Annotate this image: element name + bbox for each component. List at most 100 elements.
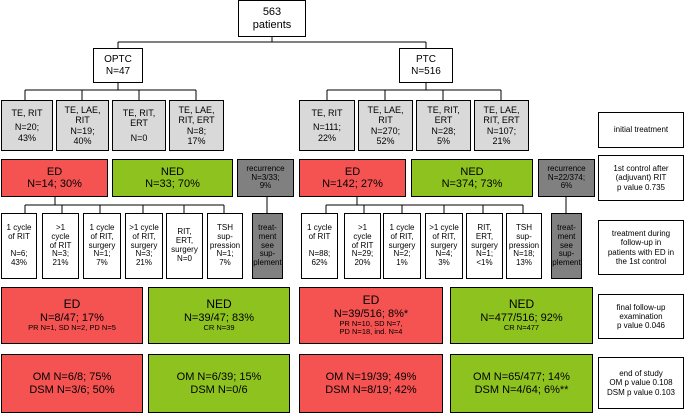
- optc-box: OPTC N=47: [93, 48, 143, 83]
- end-dsm: DSM N=4/64; 6%**: [474, 383, 569, 396]
- end-om: OM N=65/477; 14%: [473, 371, 570, 384]
- side-end-text: end of study OM p value 0.108 DSM p valu…: [606, 369, 676, 397]
- end-om: OM N=6/8; 75%: [32, 371, 112, 384]
- ptc-treatment-box: TE, RIT, ERT N=28; 5%: [416, 100, 471, 151]
- ed-count: N=142; 27%: [322, 178, 383, 190]
- followup-label: TSH sup- pression: [508, 222, 540, 250]
- final-ned-label: NED: [206, 297, 232, 312]
- followup-label: 1 cycle of RIT, surgery: [88, 222, 116, 250]
- treatment-label: TE, RIT: [311, 108, 343, 119]
- final-ed-label: ED: [362, 293, 380, 308]
- optc-followup-box: >1 cycle of RIT N=3; 21%: [42, 213, 79, 279]
- followup-label: 1 cycle of RIT: [307, 223, 332, 242]
- supplement-text: treat- ment see sup- plement: [552, 222, 581, 268]
- followup-label: >1 cycle of RIT: [49, 222, 72, 250]
- final-ned-detail: CR N=477: [503, 323, 540, 333]
- side-label-first-control: 1st control after (adjuvant) RIT p value…: [598, 155, 684, 201]
- followup-count: N=1; <1%: [475, 249, 494, 268]
- final-ed-detail: PR N=1, SD N=2, PD N=5: [28, 323, 116, 333]
- treatment-count: N=20; 43%: [14, 122, 40, 143]
- optc-followup-box: RIT, ERT, surgery N=0: [166, 213, 203, 279]
- ned-label: NED: [160, 165, 185, 178]
- optc-treatment-box: TE, RIT N=20; 43%: [1, 100, 53, 151]
- treatment-label: TE, LAE, RIT, ERT: [178, 105, 215, 126]
- ptc-followup-box: 1 cycle of RIT N=88; 62%: [301, 213, 338, 279]
- ptc-followup-box: >1 cycle of RIT, surgery N=4; 3%: [425, 213, 463, 279]
- optc-treatment-box: TE, RIT, ERT N=0: [112, 100, 166, 151]
- end-dsm: DSM N=0/6: [190, 383, 248, 396]
- ed-count: N=14; 30%: [27, 178, 82, 190]
- optc-followup-box: TSH sup- pression N=1; 7%: [207, 213, 243, 279]
- optc-followup-box: 1 cycle of RIT N=6; 43%: [1, 213, 37, 279]
- side-final-text: final follow-up examination p value 0.04…: [616, 302, 666, 331]
- ptc-final-ned-box: NED N=477/516; 92% CR N=477: [450, 287, 593, 344]
- optc-final-ed-box: ED N=8/47; 17% PR N=1, SD N=2, PD N=5: [1, 287, 143, 344]
- end-om: OM N=19/39; 49%: [325, 371, 417, 384]
- followup-count: N=3; 21%: [51, 249, 70, 268]
- final-ned-count: N=477/516; 92%: [480, 311, 563, 324]
- side-label-final: final follow-up examination p value 0.04…: [598, 294, 684, 339]
- optc-title: OPTC: [104, 54, 132, 66]
- optc-treatment-box: TE, LAE, RIT, ERT N=8; 17%: [169, 100, 224, 151]
- followup-label: 1 cycle of RIT: [6, 223, 32, 242]
- ptc-recurrence-box: recurrence N=22/374; 6%: [538, 159, 595, 197]
- side-label-during: treatment during follow-up in patients w…: [598, 220, 684, 275]
- optc-followup-box: 1 cycle of RIT, surgery N=1; 7%: [83, 213, 121, 279]
- side-label-end: end of study OM p value 0.108 DSM p valu…: [598, 357, 684, 409]
- final-ned-count: N=39/47; 83%: [183, 311, 255, 324]
- treatment-count: N=28; 5%: [431, 125, 456, 146]
- followup-count: N=4; 3%: [435, 249, 453, 268]
- ed-label: ED: [344, 165, 361, 178]
- ptc-followup-box: >1 cycle of RIT N=29; 20%: [344, 213, 381, 279]
- ptc-ed-box: ED N=142; 27%: [299, 159, 406, 197]
- optc-followup-box: >1 cycle of RIT, surgery N=3; 21%: [125, 213, 163, 279]
- ptc-followup-box: TSH sup- pression N=18; 13%: [506, 213, 542, 279]
- final-ed-detail: PR N=10, SD N=7, PD N=18, ind. N=4: [339, 318, 403, 337]
- ptc-box: PTC N=516: [399, 48, 453, 83]
- followup-label: RIT, ERT, surgery: [171, 227, 198, 254]
- ptc-count: N=516: [411, 65, 441, 77]
- treatment-label: TE, LAE, RIT, ERT: [483, 105, 520, 126]
- followup-count: N=6; 43%: [10, 249, 28, 267]
- followup-count: N=29; 20%: [351, 249, 374, 268]
- followup-count: N=18; 13%: [513, 249, 535, 268]
- root-label: patients: [252, 18, 292, 31]
- final-ned-detail: CR N=39: [203, 323, 235, 333]
- treatment-label: TE, RIT: [11, 108, 43, 119]
- recurrence-count: N=3/33; 9%: [251, 172, 280, 191]
- ptc-followup-box: 1 cycle of RIT, surgery N=2; 1%: [383, 213, 421, 279]
- optc-ed-box: ED N=14; 30%: [1, 159, 108, 197]
- recurrence-count: N=22/374; 6%: [547, 172, 586, 191]
- followup-label: >1 cycle of RIT: [351, 222, 374, 250]
- ptc-supplement-box: treat- ment see sup- plement: [551, 213, 582, 279]
- followup-count: N=3; 21%: [135, 249, 153, 268]
- final-ed-label: ED: [63, 297, 81, 312]
- treatment-label: TE, RIT, ERT: [122, 108, 156, 129]
- followup-label: 1 cycle of RIT, surgery: [388, 222, 416, 250]
- side-during-text: treatment during follow-up in patients w…: [607, 229, 675, 266]
- treatment-label: TE, LAE, RIT: [367, 105, 404, 126]
- root-total-box: 563 patients: [238, 0, 306, 37]
- ptc-treatment-box: TE, LAE, RIT, ERT N=107; 21%: [474, 100, 529, 151]
- final-ed-count: N=39/516; 8%*: [333, 307, 409, 320]
- ned-label: NED: [460, 165, 484, 178]
- ned-count: N=374; 73%: [441, 178, 503, 190]
- supplement-text: treat- ment see sup- plement: [253, 222, 282, 268]
- ned-count: N=33; 70%: [145, 178, 200, 190]
- followup-count: N=1; 7%: [93, 249, 111, 268]
- optc-count: N=47: [105, 65, 131, 77]
- treatment-count: N=107; 21%: [486, 125, 517, 146]
- recurrence-label: recurrence: [246, 163, 285, 173]
- recurrence-label: recurrence: [547, 163, 586, 173]
- treatment-count: N=111; 22%: [313, 122, 341, 143]
- treatment-count: N=19; 40%: [70, 125, 95, 146]
- end-dsm: DSM N=3/6; 50%: [29, 383, 115, 396]
- followup-label: RIT, ERT, surgery: [471, 222, 498, 250]
- final-ed-count: N=8/47; 17%: [40, 311, 104, 324]
- optc-end-ed-box: OM N=6/8; 75% DSM N=3/6; 50%: [1, 354, 143, 413]
- ptc-title: PTC: [416, 54, 436, 66]
- followup-label: >1 cycle of RIT, surgery: [129, 222, 159, 250]
- ptc-treatment-box: TE, RIT N=111; 22%: [299, 100, 355, 151]
- root-count: 563: [262, 6, 282, 19]
- optc-ned-box: NED N=33; 70%: [112, 159, 233, 197]
